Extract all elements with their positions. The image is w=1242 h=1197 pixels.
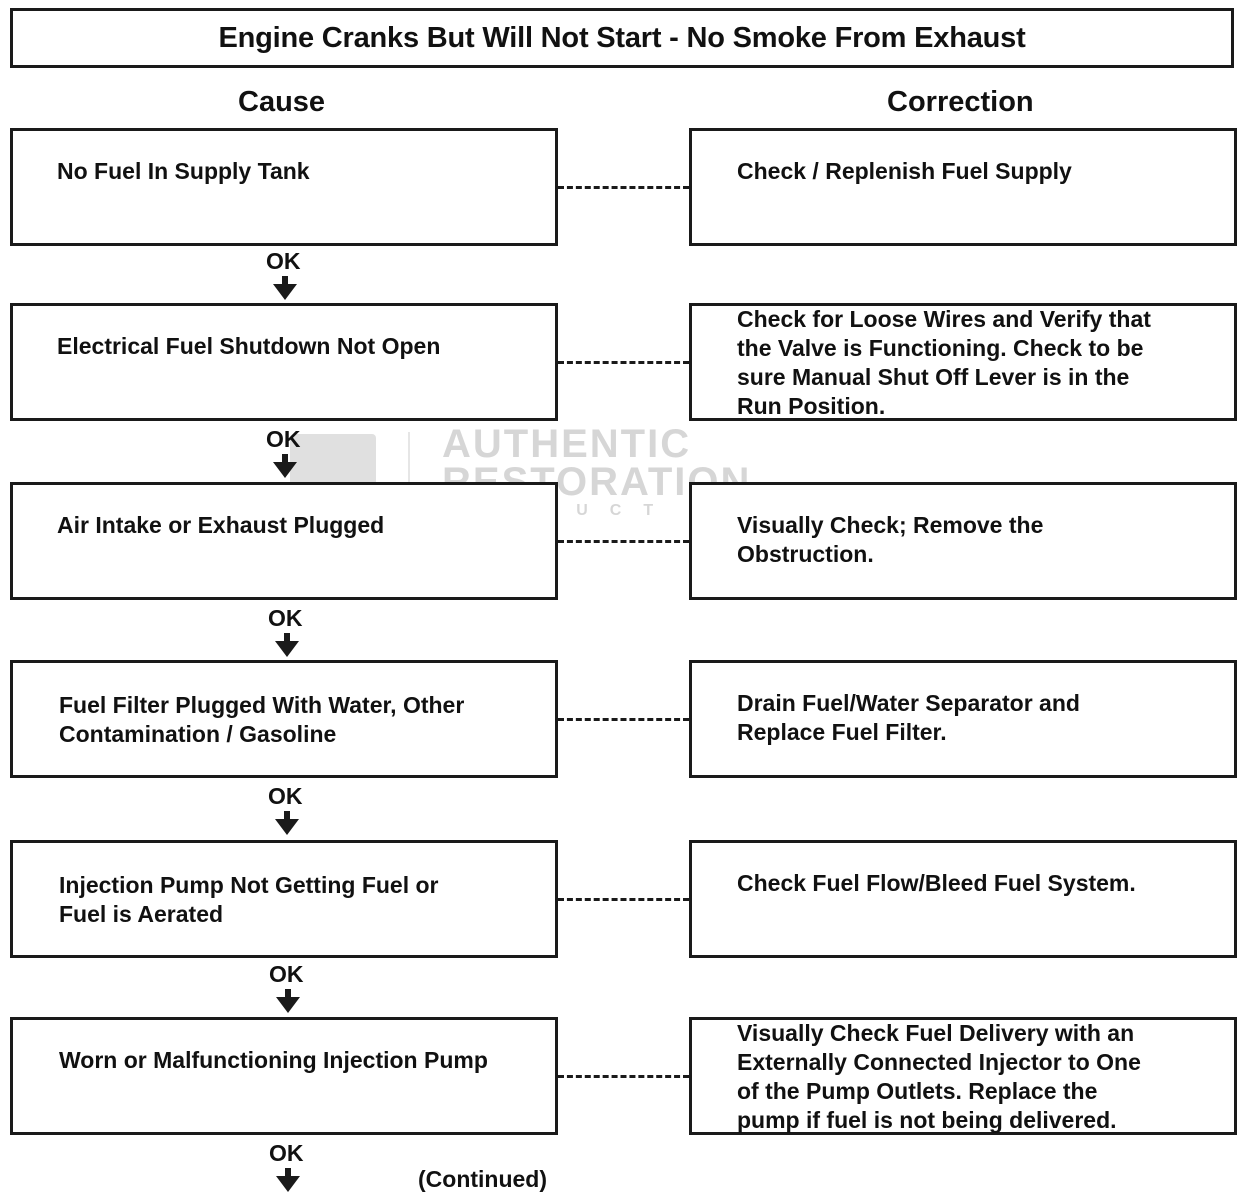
cause-text: Electrical Fuel Shutdown Not Open bbox=[57, 332, 440, 361]
ok-label: OK bbox=[268, 783, 303, 809]
correction-box: Check / Replenish Fuel Supply bbox=[689, 128, 1237, 246]
correction-line: Check for Loose Wires and Verify that bbox=[737, 306, 1151, 332]
cause-text: No Fuel In Supply Tank bbox=[57, 157, 310, 186]
continued-label: (Continued) bbox=[418, 1166, 548, 1192]
cause-line: Contamination / Gasoline bbox=[59, 721, 337, 747]
cause-text: Air Intake or Exhaust Plugged bbox=[57, 511, 384, 540]
correction-line: sure Manual Shut Off Lever is in the bbox=[737, 364, 1130, 390]
cause-box: Air Intake or Exhaust Plugged bbox=[10, 482, 558, 600]
correction-line: Replace Fuel Filter. bbox=[737, 719, 947, 745]
cause-box: Worn or Malfunctioning Injection Pump bbox=[10, 1017, 558, 1135]
cause-line: Fuel is Aerated bbox=[59, 901, 224, 927]
dashed-connector bbox=[558, 361, 689, 364]
correction-text: Check for Loose Wires and Verify that the… bbox=[737, 305, 1151, 421]
ok-label: OK bbox=[266, 426, 301, 452]
correction-line: Obstruction. bbox=[737, 541, 874, 567]
dashed-connector bbox=[558, 1075, 689, 1078]
cause-line: Fuel Filter Plugged With Water, Other bbox=[59, 692, 465, 718]
ok-label: OK bbox=[268, 605, 303, 631]
chart-title: Engine Cranks But Will Not Start - No Sm… bbox=[218, 21, 1026, 54]
cause-line: Worn or Malfunctioning Injection Pump bbox=[59, 1047, 488, 1073]
cause-column-header: Cause bbox=[238, 86, 326, 118]
correction-line: Externally Connected Injector to One bbox=[737, 1049, 1141, 1075]
dashed-connector bbox=[558, 540, 689, 543]
dashed-connector bbox=[558, 718, 689, 721]
cause-line: Injection Pump Not Getting Fuel or bbox=[59, 872, 439, 898]
correction-text: Check / Replenish Fuel Supply bbox=[737, 157, 1072, 186]
correction-box: Check Fuel Flow/Bleed Fuel System. bbox=[689, 840, 1237, 958]
correction-box: Check for Loose Wires and Verify that the… bbox=[689, 303, 1237, 421]
correction-line: Visually Check; Remove the bbox=[737, 512, 1044, 538]
watermark-line-1: AUTHENTIC bbox=[442, 422, 692, 466]
cause-box: Electrical Fuel Shutdown Not Open bbox=[10, 303, 558, 421]
cause-text: Worn or Malfunctioning Injection Pump bbox=[59, 1046, 488, 1075]
dashed-connector bbox=[558, 898, 689, 901]
ok-label: OK bbox=[269, 961, 304, 987]
correction-column-header: Correction bbox=[887, 86, 1034, 118]
cause-box: No Fuel In Supply Tank bbox=[10, 128, 558, 246]
cause-box: Injection Pump Not Getting Fuel or Fuel i… bbox=[10, 840, 558, 958]
correction-line: of the Pump Outlets. Replace the bbox=[737, 1078, 1098, 1104]
cause-text: Injection Pump Not Getting Fuel or Fuel i… bbox=[59, 871, 439, 929]
correction-text: Visually Check Fuel Delivery with an Exte… bbox=[737, 1019, 1141, 1135]
correction-box: Visually Check Fuel Delivery with an Exte… bbox=[689, 1017, 1237, 1135]
correction-text: Check Fuel Flow/Bleed Fuel System. bbox=[737, 869, 1136, 898]
correction-line: Check Fuel Flow/Bleed Fuel System. bbox=[737, 870, 1136, 896]
correction-line: Drain Fuel/Water Separator and bbox=[737, 690, 1080, 716]
correction-line: pump if fuel is not being delivered. bbox=[737, 1107, 1117, 1133]
cause-line: No Fuel In Supply Tank bbox=[57, 158, 310, 184]
cause-line: Electrical Fuel Shutdown Not Open bbox=[57, 333, 441, 359]
correction-line: the Valve is Functioning. Check to be bbox=[737, 335, 1144, 361]
dashed-connector bbox=[558, 186, 689, 189]
chart-title-box: Engine Cranks But Will Not Start - No Sm… bbox=[10, 8, 1234, 68]
correction-line: Visually Check Fuel Delivery with an bbox=[737, 1020, 1135, 1046]
correction-line: Check / Replenish Fuel Supply bbox=[737, 158, 1072, 184]
ok-label: OK bbox=[269, 1140, 304, 1166]
cause-line: Air Intake or Exhaust Plugged bbox=[57, 512, 385, 538]
ok-label: OK bbox=[266, 248, 301, 274]
correction-line: Run Position. bbox=[737, 393, 886, 419]
